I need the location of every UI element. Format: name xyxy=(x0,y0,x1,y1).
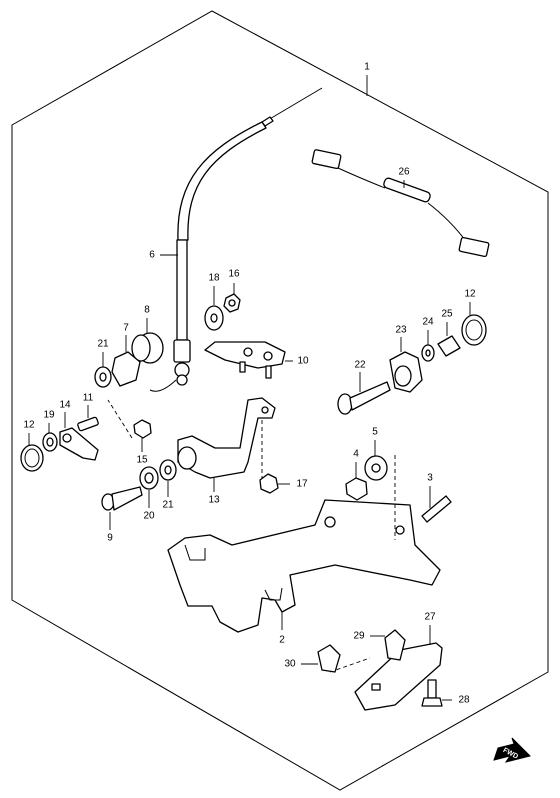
control-cable-part-6 xyxy=(149,87,323,392)
callout-29: 29 xyxy=(353,631,365,642)
assembly-boundary xyxy=(11,10,549,791)
clip-part-30 xyxy=(301,644,341,673)
washer-part-21-lower xyxy=(159,459,177,497)
pin-part-11 xyxy=(77,405,99,432)
callout-28: 28 xyxy=(458,695,470,706)
bracket-part-10 xyxy=(204,341,293,379)
callout-19: 19 xyxy=(43,410,55,421)
washer-part-19 xyxy=(42,423,58,452)
callout-27: 27 xyxy=(424,612,436,623)
nut-part-17 xyxy=(259,473,290,494)
plate-part-27 xyxy=(354,625,443,711)
callout-12-right: 12 xyxy=(464,289,476,300)
callout-22: 22 xyxy=(354,360,366,371)
callout-6: 6 xyxy=(149,250,155,261)
bolt-part-28 xyxy=(421,679,452,707)
rubber-bush-part-8 xyxy=(131,318,164,364)
o-ring-part-12-right xyxy=(461,302,487,346)
main-bracket-part-2 xyxy=(167,499,441,633)
rod-end-part-14 xyxy=(59,412,99,461)
stud-part-3 xyxy=(421,486,452,523)
washer-part-5 xyxy=(364,440,388,481)
arm-bracket-part-13 xyxy=(177,397,276,492)
callout-23: 23 xyxy=(395,325,407,336)
assembly-line xyxy=(329,657,371,673)
washer-part-21-upper xyxy=(94,352,112,388)
callout-4: 4 xyxy=(353,449,359,460)
callout-9: 9 xyxy=(107,533,113,544)
callout-7: 7 xyxy=(123,323,129,334)
bolt-part-22 xyxy=(337,372,391,415)
callout-20: 20 xyxy=(143,511,155,522)
nut-part-16 xyxy=(223,283,241,313)
washer-part-20 xyxy=(139,466,159,508)
nut-part-15 xyxy=(133,419,152,452)
callout-30: 30 xyxy=(284,659,296,670)
callout-21-lower: 21 xyxy=(162,500,174,511)
callout-13: 13 xyxy=(208,495,220,506)
wire-harness-part-26 xyxy=(311,149,490,258)
assembly-line xyxy=(107,399,133,439)
nut-part-4 xyxy=(345,462,368,501)
bushing-part-25 xyxy=(437,322,461,357)
callout-5: 5 xyxy=(372,427,378,438)
callout-17: 17 xyxy=(296,479,308,490)
callout-1: 1 xyxy=(364,62,370,73)
callout-25: 25 xyxy=(441,309,453,320)
washer-part-18 xyxy=(204,286,224,331)
callout-14: 14 xyxy=(59,400,71,411)
callout-11: 11 xyxy=(83,393,94,404)
callout-3: 3 xyxy=(427,473,433,484)
callout-2: 2 xyxy=(279,635,285,646)
o-ring-part-12-left xyxy=(20,433,44,472)
collar-part-23 xyxy=(389,337,423,393)
lever-plate-part-7 xyxy=(111,335,141,387)
callout-16: 16 xyxy=(228,269,240,280)
callout-18: 18 xyxy=(208,273,220,284)
callout-15: 15 xyxy=(136,455,148,466)
callout-10: 10 xyxy=(297,356,309,367)
washer-part-24 xyxy=(421,330,435,362)
clip-part-29 xyxy=(370,629,406,661)
callout-8: 8 xyxy=(144,305,150,316)
callout-21-upper: 21 xyxy=(97,339,109,350)
callout-26: 26 xyxy=(398,167,410,178)
forward-arrow-icon: FWD xyxy=(493,737,531,763)
bolt-part-9 xyxy=(101,486,143,530)
callout-12-left: 12 xyxy=(23,420,35,431)
callout-24: 24 xyxy=(422,317,434,328)
